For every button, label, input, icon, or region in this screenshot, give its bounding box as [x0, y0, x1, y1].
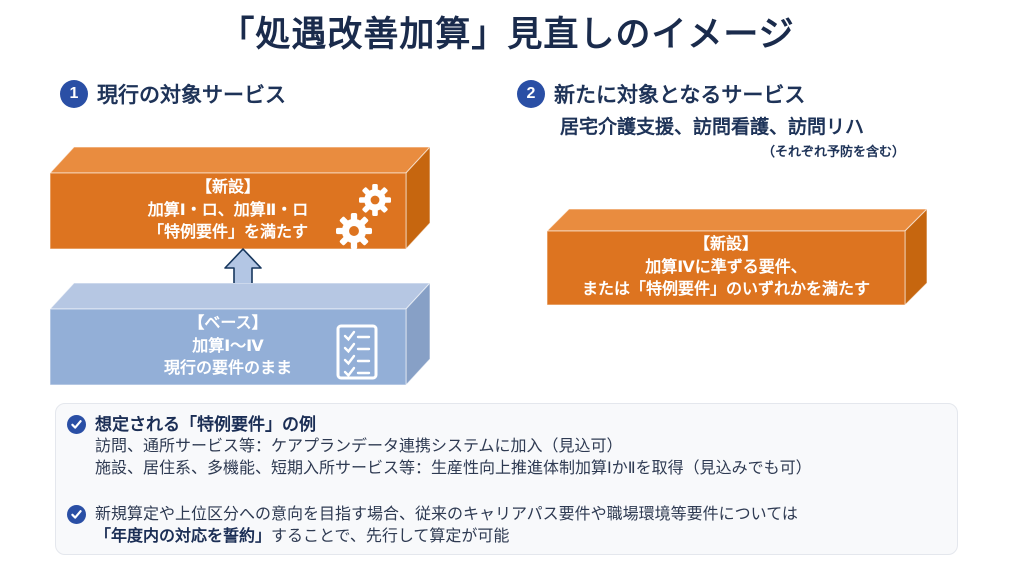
box-line: または「特例要件」のいずれかを満たす	[581, 281, 870, 299]
orange-cube-shape	[547, 209, 927, 305]
box-line: 加算Ⅳに準ずる要件、	[645, 258, 807, 276]
note-item-2: 新規算定や上位区分への意向を目指す場合、従来のキャリアパス要件や職場環境等要件に…	[67, 504, 798, 548]
section2-new-box: 【新設】 加算Ⅳに準ずる要件、 または「特例要件」のいずれかを満たす	[547, 209, 927, 305]
check-circle-icon	[67, 415, 86, 434]
check-circle-icon	[67, 505, 86, 524]
box-line: 【ベース】	[188, 314, 268, 332]
box-line: 現行の要件のまま	[163, 360, 292, 378]
note2-line2: 「年度内の対応を誓約」することで、先行して算定が可能	[95, 526, 798, 548]
note1-detail2: 施設、居住系、多機能、短期入所サービス等：生産性向上推進体制加算ⅠかⅡを取得（見…	[95, 460, 812, 478]
section2-note: （それぞれ予防を含む）	[761, 144, 905, 159]
section1-heading: 現行の対象サービス	[97, 84, 286, 107]
orange-cube-shape	[50, 147, 430, 249]
gears-icon	[335, 184, 392, 249]
blue-cube-shape	[50, 283, 430, 385]
section1-new-box-text: 【新設】 加算Ⅰ・ロ、加算Ⅱ・ロ 「特例要件」を満たす	[50, 173, 406, 249]
box-line: 【新設】	[195, 178, 260, 196]
note1-title: 想定される「特例要件」の例	[95, 415, 316, 434]
checklist-icon	[336, 324, 378, 380]
box-line: 加算Ⅰ～Ⅳ	[192, 337, 264, 355]
note-item-1: 想定される「特例要件」の例 訪問、通所サービス等：ケアプランデータ連携システムに…	[67, 414, 812, 480]
section2-number-badge: 2	[517, 80, 545, 108]
section2-subheading: 居宅介護支援、訪問看護、訪問リハ	[560, 117, 865, 138]
section2-header: 2 新たに対象となるサービス	[517, 79, 805, 109]
section1-new-box: 【新設】 加算Ⅰ・ロ、加算Ⅱ・ロ 「特例要件」を満たす	[50, 147, 430, 249]
section1-number-badge: 1	[60, 80, 88, 108]
page-title: 「処遇改善加算」見直しのイメージ	[219, 15, 795, 54]
box-line: 加算Ⅰ・ロ、加算Ⅱ・ロ	[147, 201, 309, 219]
section2-new-box-text: 【新設】 加算Ⅳに準ずる要件、 または「特例要件」のいずれかを満たす	[547, 231, 905, 305]
section1-header: 1 現行の対象サービス	[60, 79, 286, 109]
note2-rest: することで、先行して算定が可能	[271, 528, 510, 546]
note2-line1: 新規算定や上位区分への意向を目指す場合、従来のキャリアパス要件や職場環境等要件に…	[95, 506, 798, 523]
section1-base-box: 【ベース】 加算Ⅰ～Ⅳ 現行の要件のまま	[50, 283, 430, 385]
section1-base-box-text: 【ベース】 加算Ⅰ～Ⅳ 現行の要件のまま	[50, 309, 406, 385]
box-line: 「特例要件」を満たす	[147, 224, 308, 242]
section2-heading: 新たに対象となるサービス	[554, 84, 806, 107]
note2-bold: 「年度内の対応を誓約」	[95, 528, 272, 546]
notes-panel: 想定される「特例要件」の例 訪問、通所サービス等：ケアプランデータ連携システムに…	[55, 403, 958, 555]
box-line: 【新設】	[693, 235, 758, 253]
note1-detail1: 訪問、通所サービス等：ケアプランデータ連携システムに加入（見込可）	[95, 438, 623, 456]
